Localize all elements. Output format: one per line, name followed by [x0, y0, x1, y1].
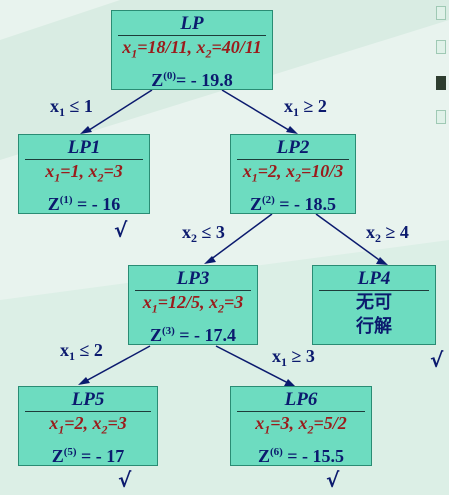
node-lp-title: LP	[118, 11, 266, 36]
node-lp4-text-line2: 行解	[356, 316, 392, 337]
node-lp-solution: x1=18/11, x2=40/11	[122, 37, 262, 61]
arrowhead-lp-lp2	[286, 126, 298, 134]
node-lp1-solution: x1=1, x2=3	[45, 161, 123, 185]
slide-nav-dot-2[interactable]	[436, 40, 446, 54]
node-lp5-title: LP5	[25, 387, 151, 412]
arrowhead-lp3-lp5	[78, 377, 90, 385]
edge-lp-lp1	[85, 89, 153, 133]
node-lp3-title: LP3	[135, 266, 251, 291]
edge-lp-lp2	[221, 89, 293, 133]
edge-lp3-lp5	[83, 345, 151, 383]
node-lp6-title: LP6	[237, 387, 365, 412]
node-lp1: LP1 x1=1, x2=3 Z(1) = - 16	[18, 134, 150, 214]
node-lp2-objective: Z(2) = - 18.5	[249, 193, 337, 214]
check-mark-lp5: √	[118, 468, 132, 492]
node-lp4-title: LP4	[319, 266, 429, 291]
node-lp: LP x1=18/11, x2=40/11 Z(0)= - 19.8	[111, 10, 273, 90]
edge-label-x2-ge-4: x2 ≥ 4	[366, 222, 409, 245]
node-lp-objective: Z(0)= - 19.8	[151, 69, 233, 90]
check-mark-lp6: √	[326, 468, 340, 492]
node-lp5: LP5 x1=2, x2=3 Z(5) = - 17	[18, 386, 158, 466]
edge-lp3-lp6	[215, 345, 291, 385]
node-lp2-title: LP2	[237, 135, 349, 160]
node-lp6: LP6 x1=3, x2=5/2 Z(6) = - 15.5	[230, 386, 372, 466]
node-lp1-title: LP1	[25, 135, 143, 160]
node-lp2: LP2 x1=2, x2=10/3 Z(2) = - 18.5	[230, 134, 356, 214]
edge-label-x1-le-2: x1 ≤ 2	[60, 340, 103, 363]
arrowhead-lp-lp1	[80, 126, 92, 134]
edge-lp2-lp3	[209, 213, 273, 261]
node-lp2-solution: x1=2, x2=10/3	[242, 161, 344, 185]
slide-nav-dot-3[interactable]	[436, 76, 446, 90]
edge-label-x1-ge-3: x1 ≥ 3	[272, 346, 315, 369]
edge-lp2-lp4	[315, 213, 383, 263]
arrowhead-lp3-lp6	[284, 379, 296, 387]
node-lp6-objective: Z(6) = - 15.5	[257, 445, 345, 466]
edge-label-x1-le-1: x1 ≤ 1	[50, 96, 93, 119]
edge-label-x1-ge-2: x1 ≥ 2	[284, 96, 327, 119]
slide-nav-dot-1[interactable]	[436, 6, 446, 20]
node-lp6-solution: x1=3, x2=5/2	[255, 413, 347, 437]
arrowhead-lp2-lp3	[204, 256, 216, 264]
slide-nav-dot-4[interactable]	[436, 110, 446, 124]
node-lp4: LP4 无可 行解	[312, 265, 436, 345]
check-mark-lp1: √	[114, 218, 128, 242]
arrowhead-lp2-lp4	[376, 257, 388, 265]
node-lp5-objective: Z(5) = - 17	[51, 445, 125, 466]
node-lp1-objective: Z(1) = - 16	[47, 193, 121, 214]
edge-label-x2-le-3: x2 ≤ 3	[182, 222, 225, 245]
node-lp5-solution: x1=2, x2=3	[49, 413, 127, 437]
check-mark-lp4: √	[430, 348, 444, 372]
node-lp3-solution: x1=12/5, x2=3	[142, 292, 244, 316]
node-lp4-text-line1: 无可	[356, 292, 392, 313]
node-lp3: LP3 x1=12/5, x2=3 Z(3) = - 17.4	[128, 265, 258, 345]
node-lp3-objective: Z(3) = - 17.4	[149, 324, 237, 345]
